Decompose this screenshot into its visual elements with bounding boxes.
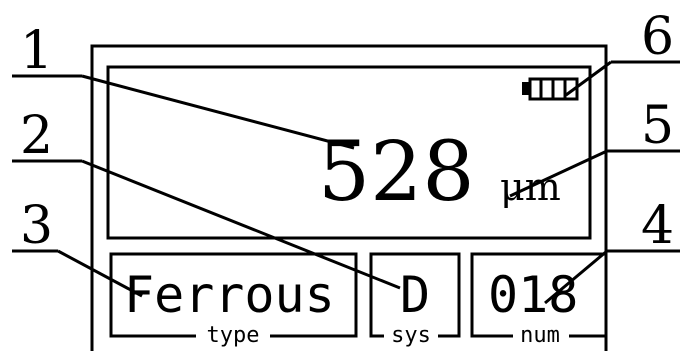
callout-label-1: 1 (20, 21, 53, 81)
callout-label-5: 5 (641, 96, 674, 156)
sys-value: D (400, 266, 430, 324)
reading-value: 528 (318, 125, 475, 220)
callout-2: 2 (12, 106, 401, 290)
reading-window (106, 65, 592, 240)
num-caption: num (520, 323, 560, 348)
callout-4: 4 (544, 196, 680, 305)
callout-label-2: 2 (20, 106, 53, 166)
callout-label-6: 6 (641, 7, 674, 67)
callout-3: 3 (12, 196, 143, 298)
device-outline (90, 44, 608, 351)
battery-icon (522, 77, 579, 101)
callout-1: 1 (12, 21, 355, 150)
callout-6: 6 (565, 7, 680, 97)
num-value: 018 (488, 266, 578, 324)
type-value: Ferrous (124, 266, 335, 324)
callout-label-4: 4 (641, 196, 674, 256)
callout-5: 5 (509, 96, 680, 198)
sys-caption: sys (391, 323, 431, 348)
type-caption: type (207, 323, 260, 348)
callout-label-3: 3 (20, 196, 53, 256)
